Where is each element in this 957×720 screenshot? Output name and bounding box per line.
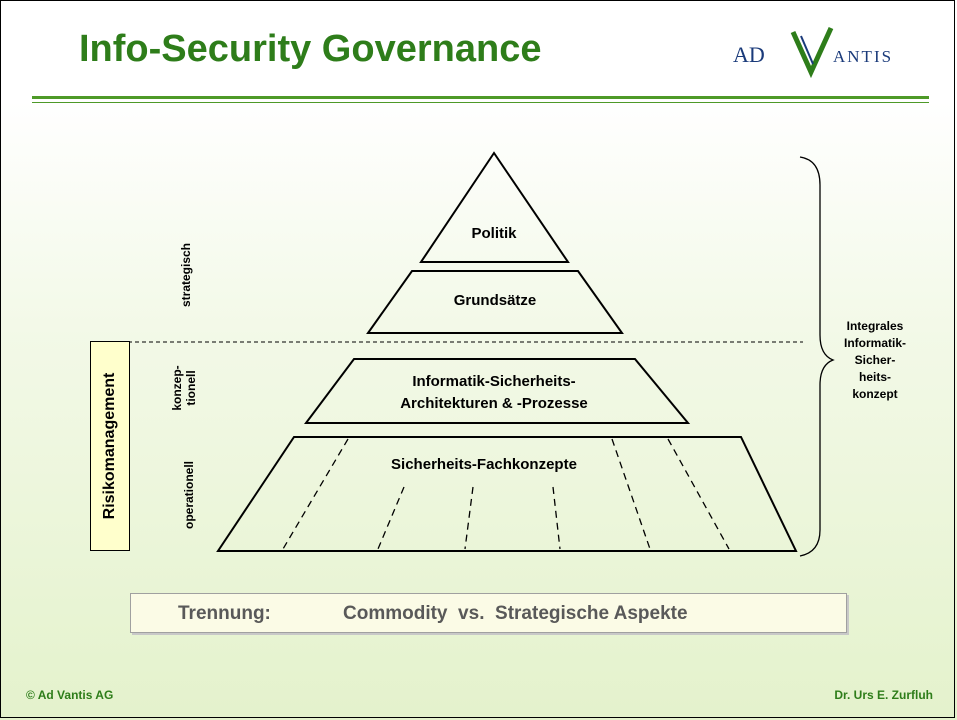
fachkonzept-dividers <box>282 438 730 550</box>
integral-concept-label: Integrales Informatik- Sicher- heits- ko… <box>820 318 930 403</box>
risk-management-box <box>90 341 130 551</box>
divider-2 <box>377 486 405 550</box>
label-architekturen: Informatik-Sicherheits- Architekturen & … <box>352 371 636 415</box>
label-grundsaetze: Grundsätze <box>453 292 537 309</box>
separation-label: Trennung: <box>178 603 271 624</box>
title-rule-thick <box>32 96 929 99</box>
pyramid-layer-politik <box>419 151 570 263</box>
label-architekturen-line1: Informatik-Sicherheits- <box>412 373 576 390</box>
integral-line3: Sicher- <box>854 353 896 367</box>
level-konzeptionell-line1: konzep- <box>170 365 184 411</box>
integral-line5: konzept <box>852 387 898 401</box>
pyramid-layer-architekturen <box>304 358 691 424</box>
slide-title: Info-Security Governance <box>79 28 542 70</box>
divider-1 <box>282 438 349 550</box>
level-strategisch: strategisch <box>179 242 193 308</box>
title-rule-thin <box>32 102 929 103</box>
divider-5 <box>611 438 651 550</box>
integral-line4: heits- <box>858 370 891 384</box>
risk-management-label: Risikomanagement <box>101 372 118 520</box>
label-architekturen-line2: Architekturen & -Prozesse <box>400 395 588 412</box>
advantis-logo: AD ANTIS <box>733 26 893 79</box>
footer-author: Dr. Urs E. Zurfluh <box>834 688 933 702</box>
separation-text: Commodity vs. Strategische Aspekte <box>343 603 688 624</box>
level-operationell: operationell <box>182 461 196 530</box>
integral-line1: Integrales <box>846 319 904 333</box>
label-politik: Politik <box>471 225 517 242</box>
label-fachkonzepte: Sicherheits-Fachkonzepte <box>391 456 577 473</box>
divider-4 <box>552 486 561 550</box>
divider-6 <box>667 438 730 550</box>
pyramid-layer-fachkonzepte <box>216 436 798 552</box>
logo-v-accent-icon <box>800 35 814 65</box>
integral-line2: Informatik- <box>843 336 906 350</box>
divider-3 <box>464 486 474 550</box>
separation-box: Trennung: Commodity vs. Strategische Asp… <box>130 593 847 633</box>
level-konzeptionell: konzep- tionell <box>170 358 200 418</box>
level-konzeptionell-line2: tionell <box>184 370 198 406</box>
logo-text-antis: ANTIS <box>833 47 893 66</box>
pyramid-layer-grundsaetze <box>366 270 624 334</box>
footer-copyright: © Ad Vantis AG <box>26 688 114 702</box>
logo-text-ad: AD <box>733 42 765 67</box>
logo-v-mark-icon <box>790 26 834 79</box>
integral-brace <box>799 156 835 557</box>
